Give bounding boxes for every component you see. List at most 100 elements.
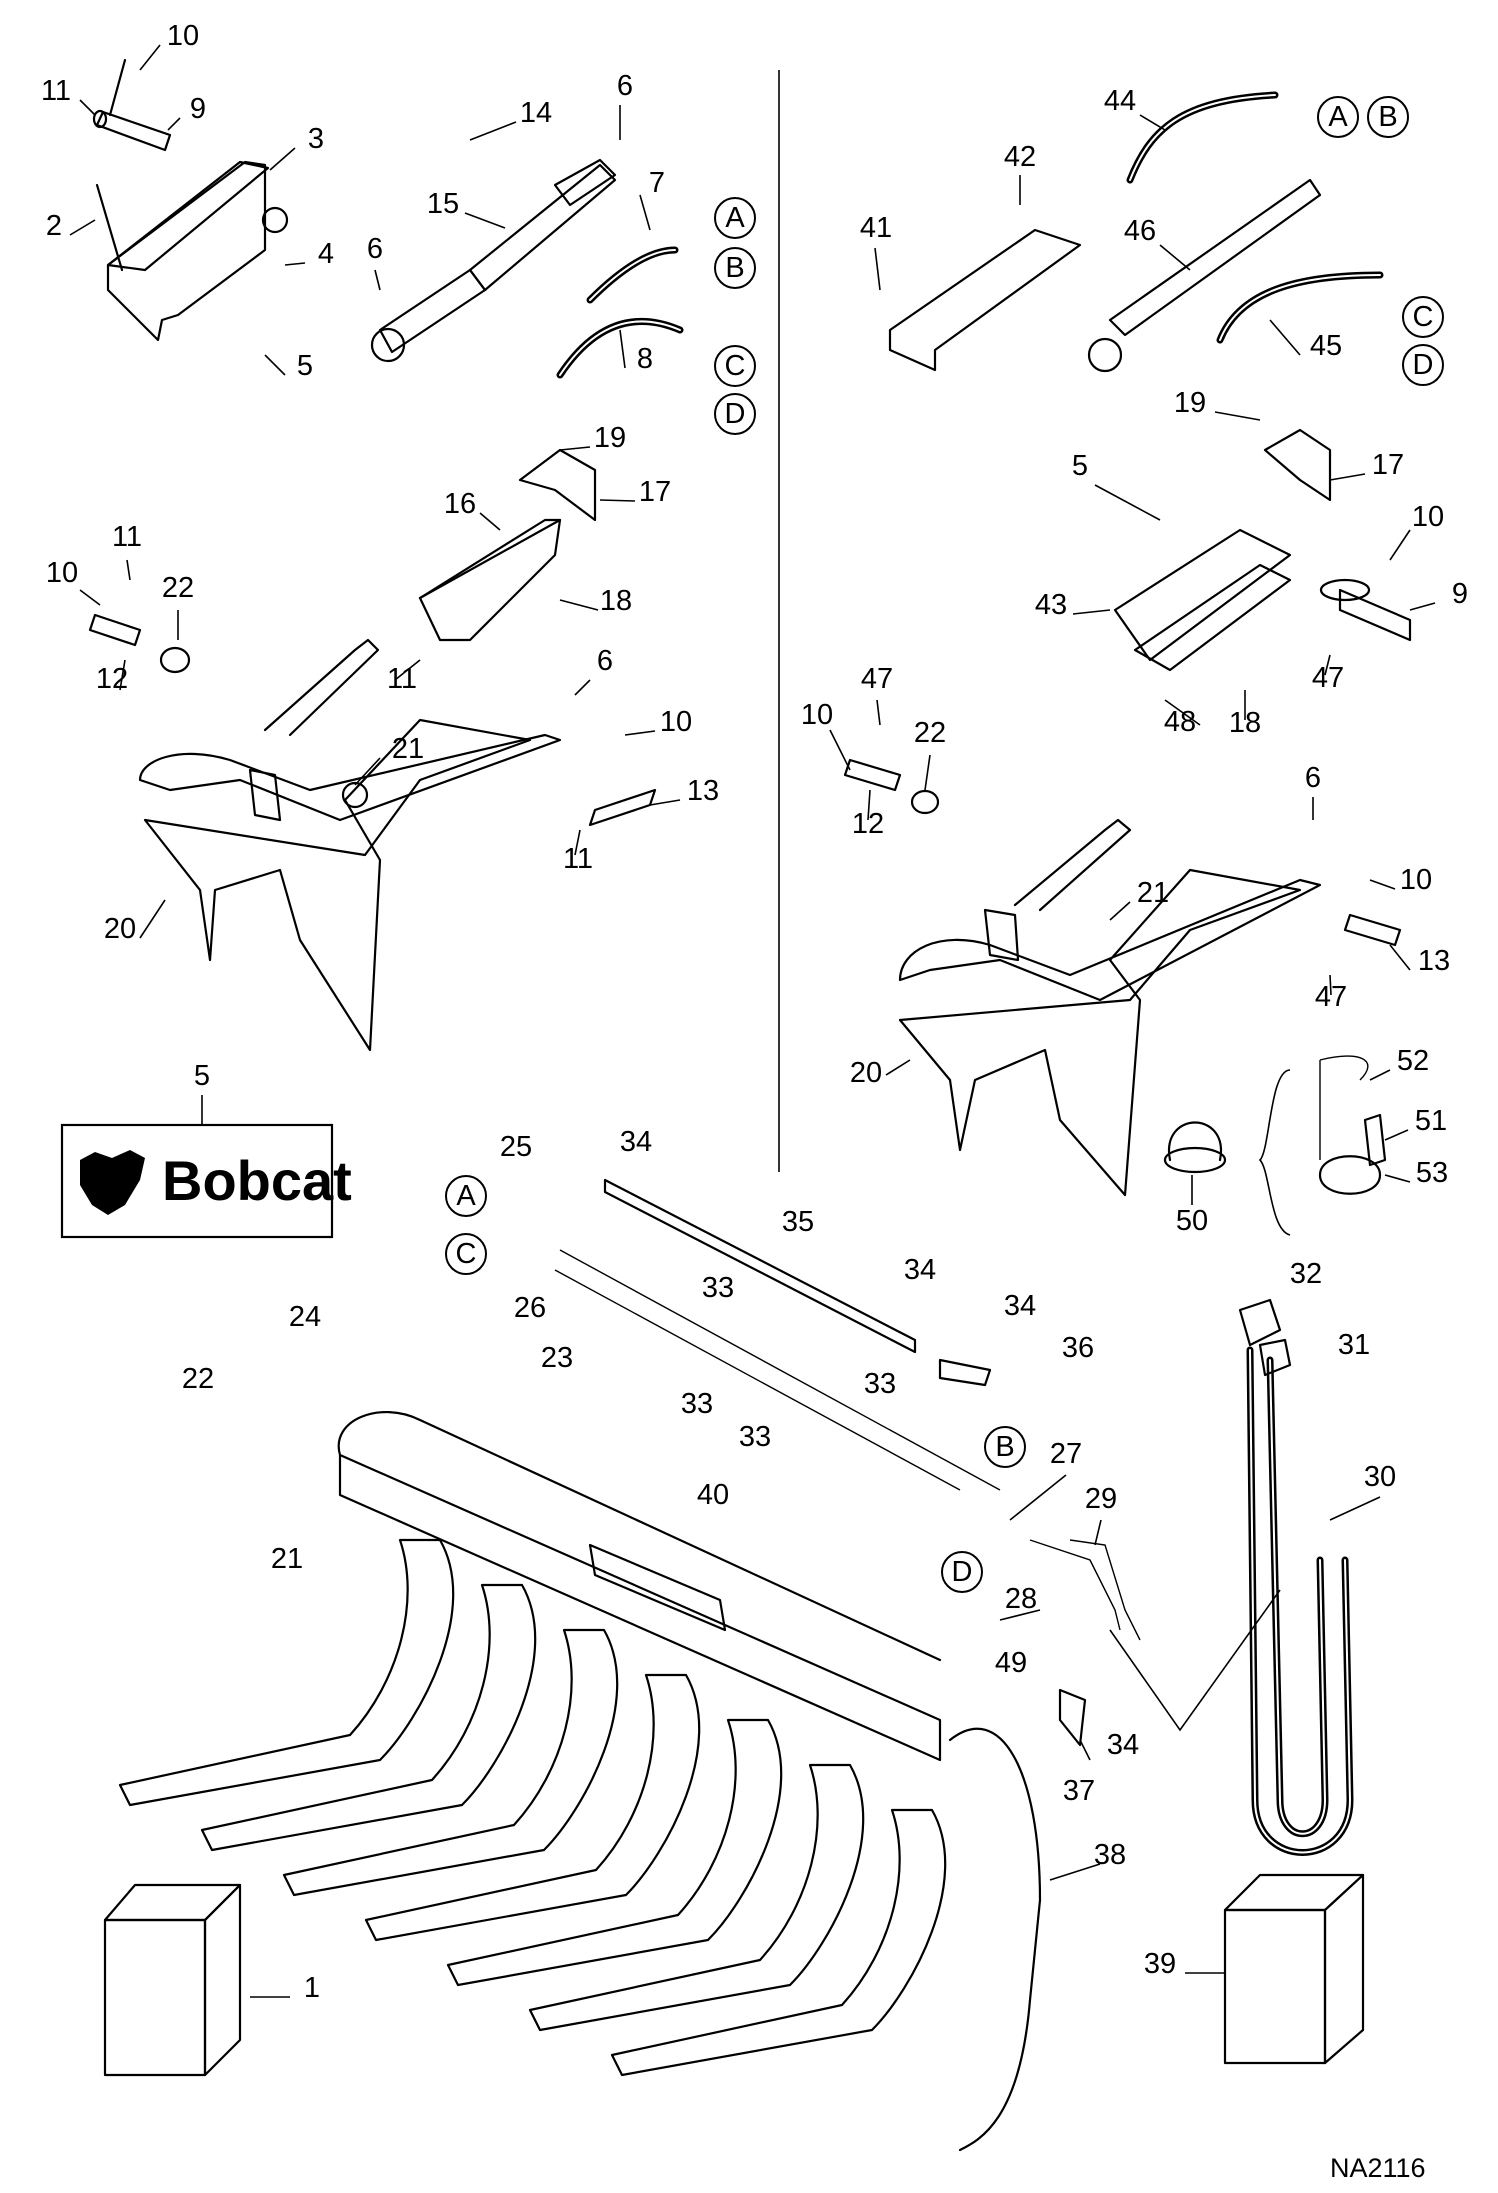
callout-number: 45 [1310, 330, 1342, 362]
callout-number: 36 [1062, 1332, 1094, 1364]
leader-line [354, 757, 381, 786]
leader-line [1109, 901, 1131, 921]
callout-number: 22 [914, 717, 946, 749]
leader-line [619, 329, 626, 369]
connection-marker-b: B [984, 1426, 1026, 1468]
callout-number: 13 [1418, 945, 1450, 977]
callout-number: 23 [541, 1342, 573, 1374]
connection-marker-b: B [1367, 96, 1409, 138]
callout-number: 10 [1400, 864, 1432, 896]
callout-number: 9 [1452, 578, 1468, 610]
connection-marker-a: A [1317, 96, 1359, 138]
drawing-code: NA2116 [1330, 2153, 1426, 2183]
callout-number: 21 [392, 733, 424, 765]
callout-number: 43 [1035, 589, 1067, 621]
callout-number: 4 [318, 238, 334, 270]
callout-number: 47 [1312, 662, 1344, 694]
bottom-grapple-assembly [118, 1178, 1354, 2152]
callout-number: 34 [904, 1254, 936, 1286]
callout-number: 18 [600, 585, 632, 617]
callout-number: 6 [367, 233, 383, 265]
callout-number: 13 [687, 775, 719, 807]
leader-line [139, 899, 166, 939]
leader-line [1409, 602, 1436, 611]
grapple-tine [282, 1628, 619, 1897]
leader-line [559, 599, 599, 611]
callout-number: 53 [1416, 1157, 1448, 1189]
connection-marker-d: D [1402, 344, 1444, 386]
grapple-tine [118, 1538, 455, 1807]
leader-line [829, 729, 851, 771]
leader-line [1164, 699, 1201, 726]
grapple-tine [528, 1763, 865, 2032]
callout-number: 22 [162, 572, 194, 604]
callout-number: 2 [46, 210, 62, 242]
leader-line [167, 117, 181, 131]
leader-line [1389, 529, 1411, 561]
callout-number: 22 [182, 1363, 214, 1395]
leader-line [269, 147, 296, 171]
callout-number: 6 [597, 645, 613, 677]
callout-number: 34 [1004, 1290, 1036, 1322]
callout-number: 10 [1412, 501, 1444, 533]
callout-number: 7 [649, 167, 665, 199]
callout-number: 28 [1005, 1583, 1037, 1615]
leader-line [79, 99, 96, 116]
svg-text:A: A [456, 1180, 476, 1212]
callout-number: 11 [112, 521, 142, 553]
connection-marker-a: A [445, 1175, 487, 1217]
callout-number: 19 [594, 422, 626, 454]
leader-line [1329, 1496, 1381, 1521]
grapple-tine [446, 1718, 783, 1987]
callout-number: 32 [1290, 1258, 1322, 1290]
callout-number: 52 [1397, 1045, 1429, 1077]
callout-number: 11 [563, 843, 593, 875]
svg-text:C: C [456, 1238, 477, 1270]
callout-number: 9 [190, 93, 206, 125]
callout-number: 10 [801, 699, 833, 731]
leader-line [69, 219, 96, 236]
callout-number: 10 [167, 20, 199, 52]
logo-brand-text: Bobcat [162, 1149, 352, 1212]
callout-number: 39 [1144, 1948, 1176, 1980]
leader-line [649, 799, 681, 806]
callout-number: 10 [660, 706, 692, 738]
left-grapple-assembly [88, 58, 684, 1052]
callout-number: 17 [639, 476, 671, 508]
callout-number: 33 [702, 1272, 734, 1304]
callout-number: 19 [1174, 387, 1206, 419]
bobcat-logo-decal: Bobcat [60, 1123, 352, 1239]
connection-marker-c: C [714, 345, 756, 387]
callout-number: 5 [297, 350, 313, 382]
callout-number: 3 [308, 123, 324, 155]
leader-line [1072, 609, 1111, 615]
callout-number: 42 [1004, 141, 1036, 173]
leader-line [1159, 244, 1191, 271]
bobcat-head-icon [80, 1150, 145, 1215]
leader-line [924, 754, 931, 791]
connection-marker-c: C [1402, 296, 1444, 338]
leader-line [469, 121, 517, 141]
leader-line [1094, 484, 1161, 521]
leader-line [1329, 974, 1332, 996]
callout-number: 14 [520, 97, 552, 129]
callout-number: 17 [1372, 449, 1404, 481]
callout-number: 33 [864, 1368, 896, 1400]
leader-line [79, 589, 101, 606]
callout-number: 41 [860, 212, 892, 244]
callout-number: 20 [104, 913, 136, 945]
leader-line [284, 262, 306, 266]
callout-number: 5 [194, 1060, 210, 1092]
leader-line [885, 1059, 911, 1076]
callout-number: 48 [1164, 706, 1196, 738]
leader-line [867, 789, 871, 821]
leader-line [464, 212, 506, 229]
callout-number: 51 [1415, 1105, 1447, 1137]
svg-text:B: B [995, 1431, 1014, 1463]
leader-line [559, 446, 591, 451]
svg-text:D: D [1413, 349, 1434, 381]
leader-line [1079, 1739, 1091, 1761]
callout-number: 34 [1107, 1729, 1139, 1761]
leader-line [1269, 319, 1301, 356]
callout-number: 47 [861, 663, 893, 695]
